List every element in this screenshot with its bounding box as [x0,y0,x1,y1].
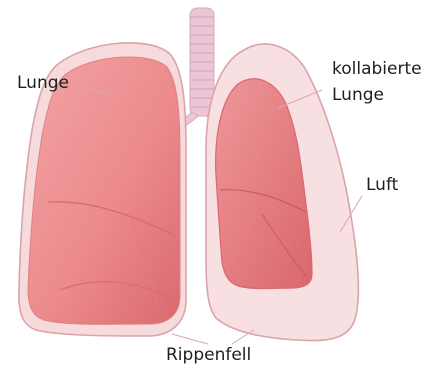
label-lung: Lunge [17,72,69,94]
label-pleura: Rippenfell [166,344,251,366]
label-collapsed-lung-line2: Lunge [332,84,384,106]
leader-pleura-left [172,334,208,344]
label-collapsed-lung-line1: kollabierte [332,58,422,80]
label-air: Luft [366,174,398,196]
